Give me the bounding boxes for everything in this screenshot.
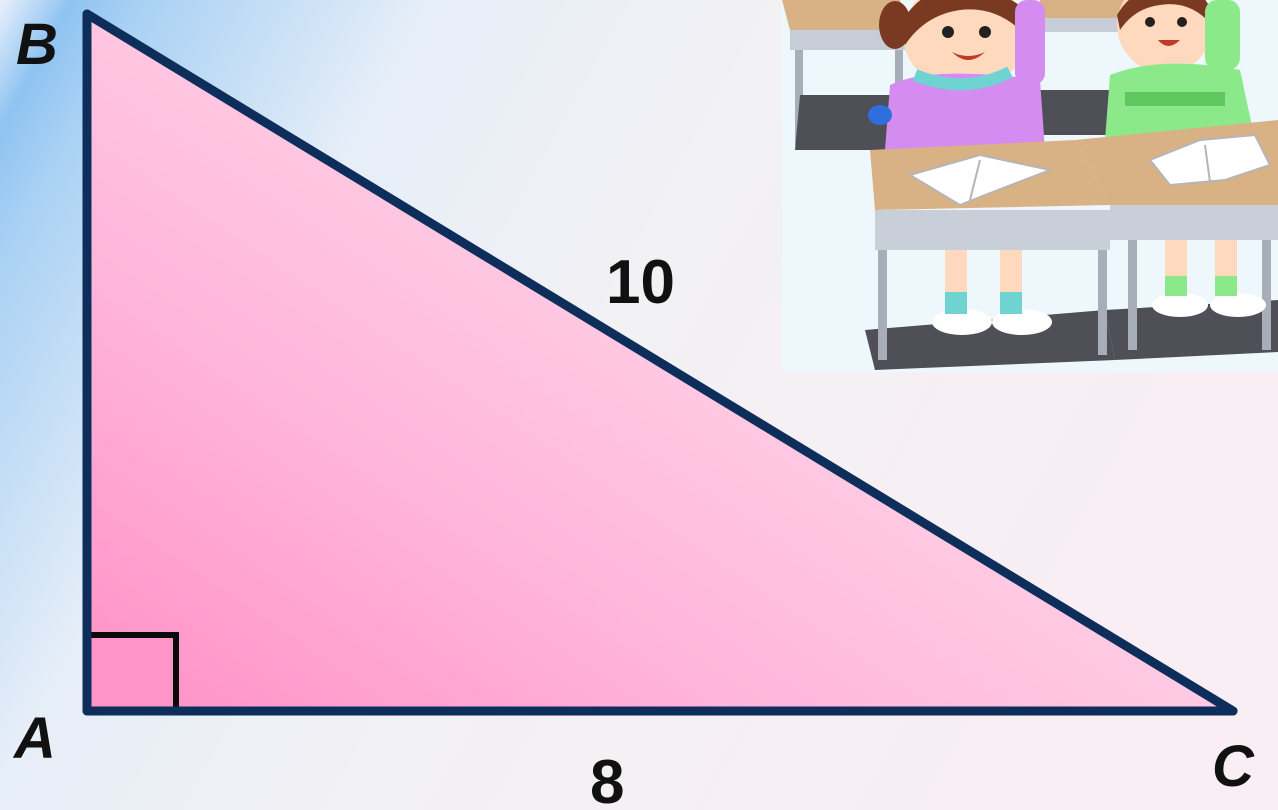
side-bc (82, 9, 1238, 716)
vertex-label-c: C (1212, 734, 1254, 799)
base-length-label: 8 (590, 748, 625, 810)
vertex-label-a: A (14, 706, 56, 771)
right-angle-marker (87, 632, 179, 711)
hypotenuse-length-label: 10 (606, 248, 675, 317)
right-angle-square (90, 635, 176, 708)
vertex-label-b: B (16, 12, 58, 77)
classroom-illustration (782, 0, 1278, 372)
